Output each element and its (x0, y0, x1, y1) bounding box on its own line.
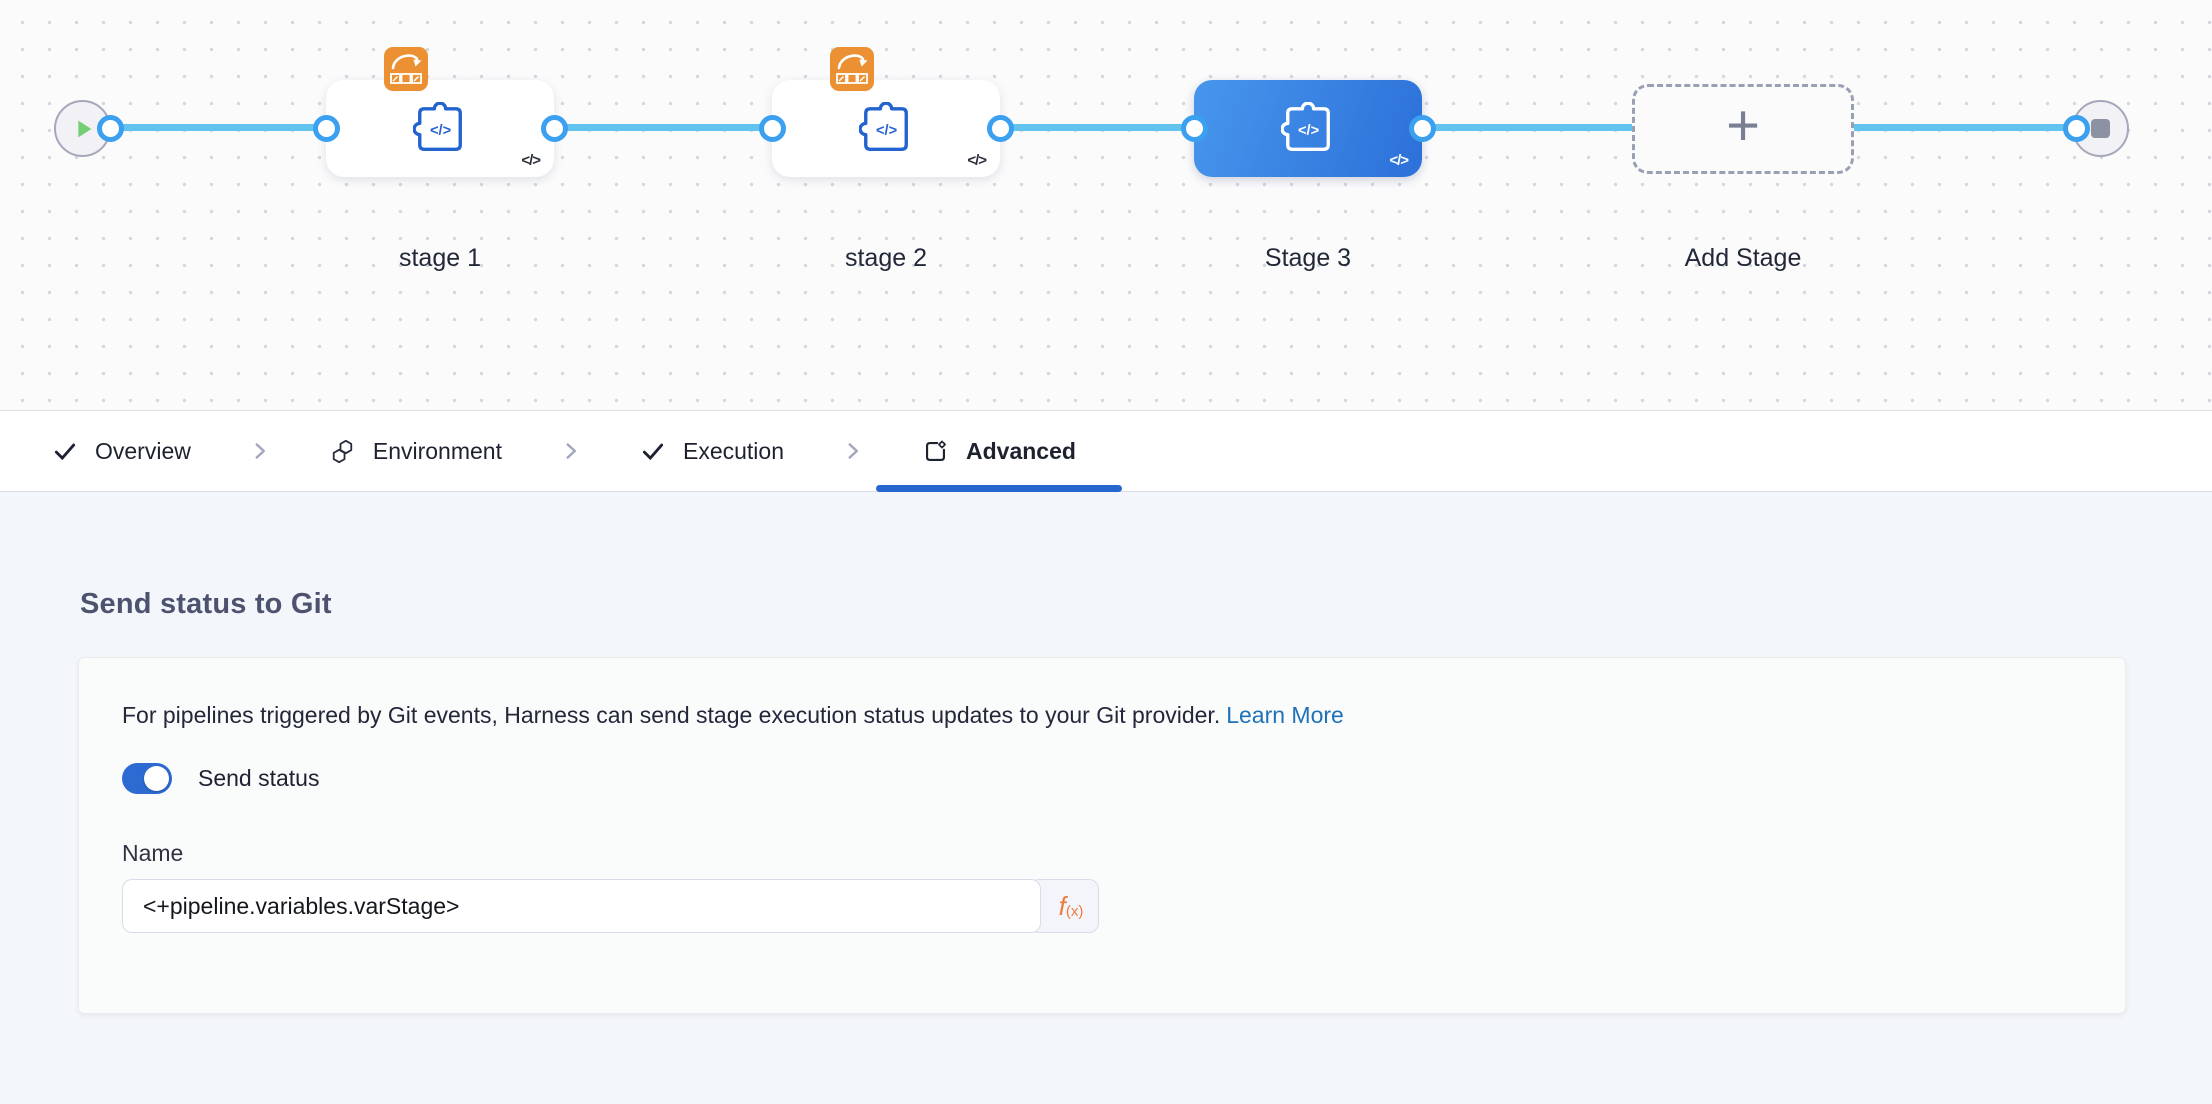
connector-port (541, 115, 568, 142)
tab-environment[interactable]: Environment (321, 411, 510, 491)
tab-advanced[interactable]: Advanced (876, 411, 1122, 492)
send-status-card: For pipelines triggered by Git events, H… (78, 657, 2126, 1014)
tab-label: Overview (95, 437, 191, 464)
stage-node-2[interactable]: </> </> (772, 47, 1000, 177)
stage-node-3-selected[interactable]: </> </> (1194, 80, 1422, 177)
send-status-toggle[interactable] (122, 763, 172, 794)
stop-icon (2091, 119, 2110, 138)
template-badge-icon (384, 47, 428, 91)
connector-port (97, 115, 124, 142)
stage-node-1[interactable]: </> </> (326, 47, 554, 177)
chevron-right-icon (848, 443, 859, 459)
connector-port (987, 115, 1014, 142)
stage-code-icon: </> (859, 101, 908, 151)
advanced-settings-icon (925, 440, 946, 461)
template-badge-icon (830, 47, 874, 91)
tab-label: Execution (682, 437, 784, 464)
name-input[interactable] (122, 879, 1041, 933)
add-stage-button[interactable]: + (1632, 84, 1854, 174)
toggle-knob (144, 766, 169, 791)
stage-label-1: stage 1 (398, 244, 481, 272)
stage-code-icon: </> (1281, 101, 1330, 151)
stage-code-icon: </> (413, 101, 462, 151)
description-text: For pipelines triggered by Git events, H… (122, 702, 1221, 728)
play-icon (77, 120, 91, 137)
svg-text:</>: </> (1298, 123, 1319, 139)
svg-text:</>: </> (430, 123, 451, 139)
plus-icon: + (1726, 93, 1760, 158)
connector-port (1181, 115, 1208, 142)
section-title: Send status to Git (80, 588, 332, 620)
code-glyph-icon: </> (1389, 152, 1409, 169)
connector-port (313, 115, 340, 142)
stage-label-2: stage 2 (844, 244, 927, 272)
pipeline-start-node (54, 100, 111, 157)
stage-label-3: Stage 3 (1264, 244, 1352, 272)
svg-text:</>: </> (876, 123, 897, 139)
learn-more-link[interactable]: Learn More (1226, 702, 1344, 728)
name-input-row: f(x) (122, 879, 2125, 933)
tab-execution[interactable]: Execution (632, 411, 792, 491)
connector-port (759, 115, 786, 142)
send-status-toggle-row: Send status (122, 763, 2125, 794)
advanced-tab-panel: Send status to Git For pipelines trigger… (0, 492, 2212, 1104)
card-description: For pipelines triggered by Git events, H… (122, 702, 2125, 729)
name-label: Name (122, 840, 184, 866)
add-stage-label: Add Stage (1684, 244, 1802, 272)
environment-hexagons-icon (332, 439, 353, 463)
check-icon (54, 443, 76, 461)
connector-port (1409, 115, 1436, 142)
check-icon (642, 443, 664, 461)
tab-label: Environment (372, 437, 502, 464)
tab-label: Advanced (966, 437, 1076, 464)
code-glyph-icon: </> (521, 152, 541, 169)
pipeline-canvas[interactable]: </> </> </> </> </> < (0, 0, 2212, 410)
tab-overview[interactable]: Overview (44, 411, 199, 491)
connector-port (2063, 115, 2090, 142)
code-glyph-icon: </> (967, 152, 987, 169)
pipeline-connector-line (82, 124, 2100, 131)
fx-expression-icon: f (1058, 890, 1066, 921)
chevron-right-icon (566, 443, 577, 459)
chevron-right-icon (255, 443, 265, 459)
toggle-label: Send status (198, 765, 320, 791)
stage-config-tabs: Overview Environment Execution Advanced (0, 410, 2212, 492)
